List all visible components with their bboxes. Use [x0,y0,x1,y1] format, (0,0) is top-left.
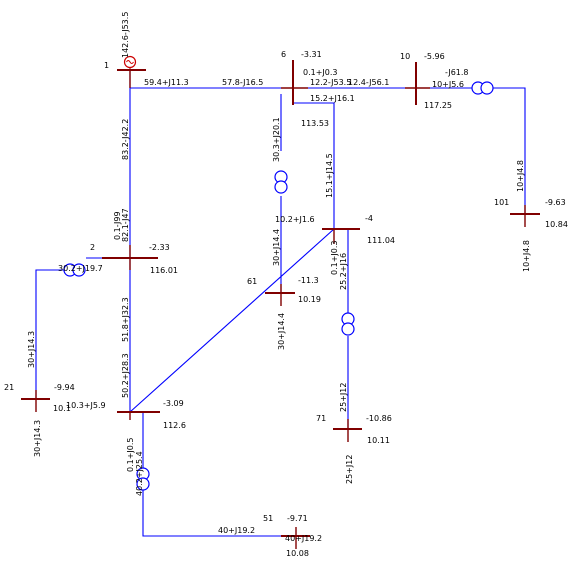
flow-51-bus: 40+J19.2 [285,534,322,543]
bus-21-angle: -9.94 [54,383,75,392]
bus-1-id: 1 [104,61,109,70]
bus-51-voltage: 10.08 [286,549,309,558]
flow-labels: 59.4+J11.3 57.8-J16.5 0.1+J0.3 12.2-J53.… [27,12,531,543]
transformer-6-61 [274,170,288,194]
bus-10-voltage: 117.25 [424,101,452,110]
bus-101-id: 101 [494,198,509,207]
bus-6-angle: -3.31 [301,50,322,59]
bus-61-voltage: 10.19 [298,295,321,304]
transformer-10-101 [471,81,494,95]
flow-1-down: 83.2-J42.2 [121,119,130,160]
transformer-4-71 [341,312,355,336]
flow-21-up: 30+J14.3 [27,331,36,368]
flow-6-a: 0.1+J0.3 [303,68,338,77]
flow-6-d: 15.2+J16.1 [310,94,355,103]
bus-71-voltage: 10.11 [367,436,390,445]
bus-10-angle: -5.96 [424,52,445,61]
flow-51-line: 40+J19.2 [218,526,255,535]
bus-51-id: 51 [263,514,273,523]
flow-61-down: 30+J14.4 [277,313,286,350]
bus-labels: 1 6 -3.31 113.53 10 -5.96 117.25 2 -2.33… [4,50,568,558]
flow-6-c: 12.4-J56.1 [348,78,389,87]
bus-61-angle: -11.3 [298,276,319,285]
flow-6-in: 57.8-J16.5 [222,78,263,87]
flow-10-b: 10+J5.6 [432,80,464,89]
transformers [63,81,494,491]
bus-2-voltage: 116.01 [150,266,178,275]
flow-71-down: 25+J12 [345,455,354,484]
generator-icon [123,55,137,70]
flow-6-b: 12.2-J53.5 [310,78,351,87]
flow-1-2-a: 82.1-J47 [121,208,130,242]
bus-71-angle: -10.86 [366,414,392,423]
bus-2-angle: -2.33 [149,243,170,252]
line-4-3 [129,228,335,413]
flow-71-up: 25+J12 [339,383,348,412]
line-21-feed [35,269,66,399]
flow-4-mid: 10.2+J1.6 [275,215,315,224]
bus-71-id: 71 [316,414,326,423]
flow-3-up: 50.2+J28.3 [121,353,130,398]
bus-101-voltage: 10.84 [545,220,568,229]
bus-4-voltage: 111.04 [367,236,395,245]
flow-4-b: 25.2+J16 [339,253,348,290]
gen-1-output: 142.6-J53.5 [121,12,130,58]
flow-1-2-b: 0.1-J99 [113,211,122,240]
flow-4-up: 15.1+J14.5 [325,153,334,198]
bus-3-angle: -3.09 [163,399,184,408]
bus-6-voltage: 113.53 [301,119,329,128]
bus-3-voltage: 112.6 [163,421,186,430]
bus-6-id: 6 [281,50,286,59]
bus-2-id: 2 [90,243,95,252]
line-6-4 [293,102,335,229]
flow-2-down: 51.8+J32.3 [121,297,130,342]
bus-101-angle: -9.63 [545,198,566,207]
flow-61-up: 30+J14.4 [272,229,281,266]
bus-61-id: 61 [247,277,257,286]
bus-4-angle: -4 [365,214,373,223]
flow-3-left: 10.3+J5.9 [66,401,106,410]
flow-1-6-start: 59.4+J11.3 [144,78,189,87]
transformer-3-51 [136,467,150,491]
flow-4-a: 0.1+J0.3 [330,240,339,275]
flow-3-down-a: 0.1+J0.5 [126,437,135,472]
flow-10-a: -J61.8 [445,68,469,77]
transformer-2-21 [63,263,86,277]
flow-6-61: 30.3+J20.1 [272,117,281,162]
bus-10-id: 10 [400,52,410,61]
buses [21,60,540,549]
flow-101-up: 10+J4.8 [516,160,525,192]
flow-21-down: 30+J14.3 [33,420,42,457]
line-tr51-51 [142,490,296,537]
line-10-101 [492,87,526,214]
flow-101-down: 10+J4.8 [522,240,531,272]
flow-2-21: 30.2+J19.7 [58,264,103,273]
flow-3-down-b: 40.2+J25.4 [135,451,144,496]
bus-21-id: 21 [4,383,14,392]
bus-21-voltage: 10.1 [53,404,71,413]
bus-51-angle: -9.71 [287,514,308,523]
